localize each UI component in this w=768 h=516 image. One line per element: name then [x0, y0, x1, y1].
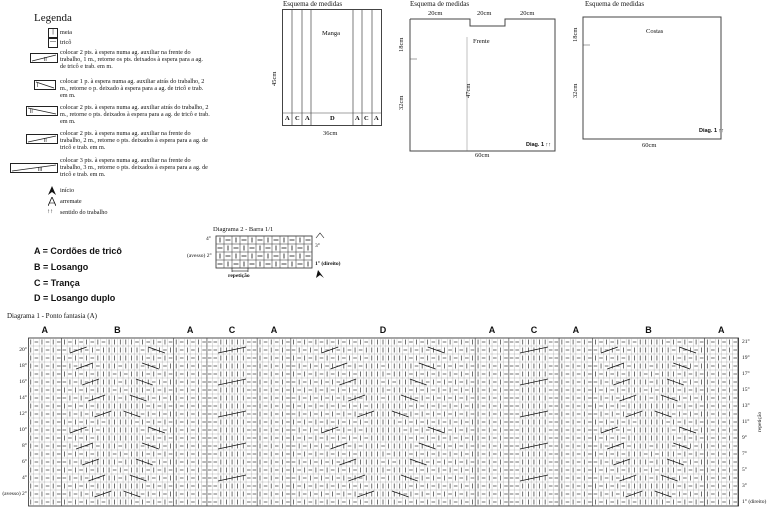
diagram2-title: Diagrama 2 - Barra 1/1	[213, 226, 274, 233]
frente-top-label: 20cm	[520, 10, 535, 17]
legend-item-text: colocar 3 pts. à espera numa ag. auxilia…	[60, 157, 208, 179]
diagram1-row-label: 12°	[19, 411, 27, 417]
diagram2-repeat-label: repetição	[228, 273, 250, 279]
diagram1-col-label: A	[270, 325, 278, 335]
diagram1-side-label: repetição	[757, 411, 763, 432]
diagram1-col-label: A	[717, 325, 725, 335]
arrow-up-icon	[48, 186, 56, 195]
cable-2-back-icon: II	[26, 106, 58, 116]
diagram1-grid	[28, 337, 739, 507]
manga-col-label: C	[295, 115, 300, 122]
diagram1-col-label: C	[228, 325, 236, 335]
manga-width: 36cm	[323, 130, 338, 137]
diagram1-row-label: 11°	[742, 419, 750, 425]
direction-icon: ↑↑	[47, 209, 53, 215]
legend-item-text: colocar 2 pts. à espera numa ag. auxilia…	[60, 130, 208, 152]
diagram1-row-label: 9°	[742, 435, 747, 441]
svg-text:II: II	[44, 57, 47, 63]
diagram1-row-label: 10°	[19, 427, 27, 433]
diagram1-row-label: 16°	[19, 379, 27, 385]
costas-name: Costas	[646, 28, 664, 35]
frente-left-bottom: 32cm	[398, 95, 405, 110]
diagram2-row-label: 3°	[315, 243, 320, 249]
legend-item-text: colocar 2 pts. à espera numa ag. auxilia…	[60, 104, 210, 126]
legend-item-text: início	[60, 187, 75, 194]
key-item: B = Losango	[34, 262, 89, 272]
svg-text:II: II	[44, 138, 47, 144]
diagram1-title: Diagrama 1 - Ponto fantasia (A)	[7, 312, 97, 320]
costas-tag: Diag. 1 ↑↑	[699, 128, 725, 134]
diagram1-col-label: D	[379, 325, 387, 335]
diagram1-row-label: 5°	[742, 467, 747, 473]
purl-symbol: —	[48, 38, 58, 48]
diagram1-row-label: 21°	[742, 339, 750, 345]
diagram1-row-label: 13°	[742, 403, 750, 409]
scheme-costas-title: Esquema de medidas	[585, 0, 645, 8]
diagram1-row-label: 14°	[19, 395, 27, 401]
legend-item-text: colocar 2 pts. à espera numa ag. auxilia…	[60, 49, 203, 71]
diagram1-col-label: A	[186, 325, 194, 335]
diagram1-row-label: 17°	[742, 371, 750, 377]
diagram1-col-label: B	[114, 325, 121, 335]
scheme-frente-title: Esquema de medidas	[410, 0, 470, 8]
frente-tag: Diag. 1 ↑↑	[526, 142, 552, 148]
cable-2-front-b-icon: II	[26, 134, 58, 144]
diagram1-row-label: (avesso) 2°	[2, 491, 27, 497]
diagram2-grid	[215, 232, 325, 278]
diagram1-row-label: 19°	[742, 355, 750, 361]
diagram1-row-label: 8°	[22, 443, 27, 449]
bind-off-icon	[48, 197, 56, 206]
manga-col-label: A	[285, 115, 290, 122]
key-item: C = Trança	[34, 278, 80, 288]
legend-item-text: tricô	[60, 39, 72, 46]
key-item: D = Losango duplo	[34, 293, 116, 303]
legend-item-text: arremate	[60, 198, 82, 205]
manga-height: 45cm	[271, 71, 278, 86]
frente-left-top: 18cm	[398, 37, 405, 52]
cable-2-front-icon: II	[30, 53, 58, 63]
diagram1-row-label: 7°	[742, 451, 747, 457]
legend-item-text: sentido do trabalho	[60, 209, 108, 216]
diagram1-row-label: 18°	[19, 363, 27, 369]
manga-col-label: A	[305, 115, 310, 122]
diagram1-col-label: B	[645, 325, 652, 335]
diagram1-col-label: C	[530, 325, 538, 335]
frente-width: 60cm	[475, 152, 490, 159]
manga-col-label: D	[330, 115, 335, 122]
diagram1-row-label: 6°	[22, 459, 27, 465]
knit-symbol: |	[48, 28, 58, 38]
diagram1-row-label: 15°	[742, 387, 750, 393]
diagram2-row-label: 1° (direito)	[315, 261, 341, 267]
svg-text:I: I	[37, 83, 38, 89]
diagram2-row-label: (avesso) 2°	[187, 253, 212, 259]
frente-top-label: 20cm	[477, 10, 492, 17]
frente-center: 47cm	[465, 83, 472, 98]
svg-text:II: II	[30, 109, 33, 115]
diagram1-row-label: 3°	[742, 483, 747, 489]
legend-title: Legenda	[34, 12, 72, 24]
key-item: A = Cordões de tricô	[34, 246, 122, 256]
diagram1-row-label: 4°	[22, 475, 27, 481]
manga-name: Manga	[322, 30, 341, 37]
cable-1-back-icon: I	[34, 80, 56, 90]
svg-text:III: III	[38, 167, 42, 173]
cable-3-front-icon: III	[10, 163, 58, 173]
frente-top-label: 20cm	[428, 10, 443, 17]
costas-width: 60cm	[642, 142, 657, 149]
manga-col-label: A	[355, 115, 360, 122]
diagram2-row-label: 4°	[206, 236, 211, 242]
diagram1-col-label: A	[41, 325, 49, 335]
diagram1-row-label: 1° (direito)	[742, 499, 767, 505]
diagram1-row-label: 20°	[19, 347, 27, 353]
legend-item-text: colocar 1 p. à espera numa ag. auxiliar …	[60, 78, 205, 100]
scheme-manga-title: Esquema de medidas	[283, 0, 343, 8]
diagram1-col-label: A	[572, 325, 580, 335]
legend-item-text: meia	[60, 29, 73, 36]
costas-left-bottom: 32cm	[572, 83, 579, 98]
frente-name: Frente	[473, 38, 490, 45]
diagram1-col-label: A	[488, 325, 496, 335]
costas-left-top: 18cm	[572, 27, 579, 42]
manga-col-label: C	[364, 115, 369, 122]
manga-col-label: A	[374, 115, 379, 122]
